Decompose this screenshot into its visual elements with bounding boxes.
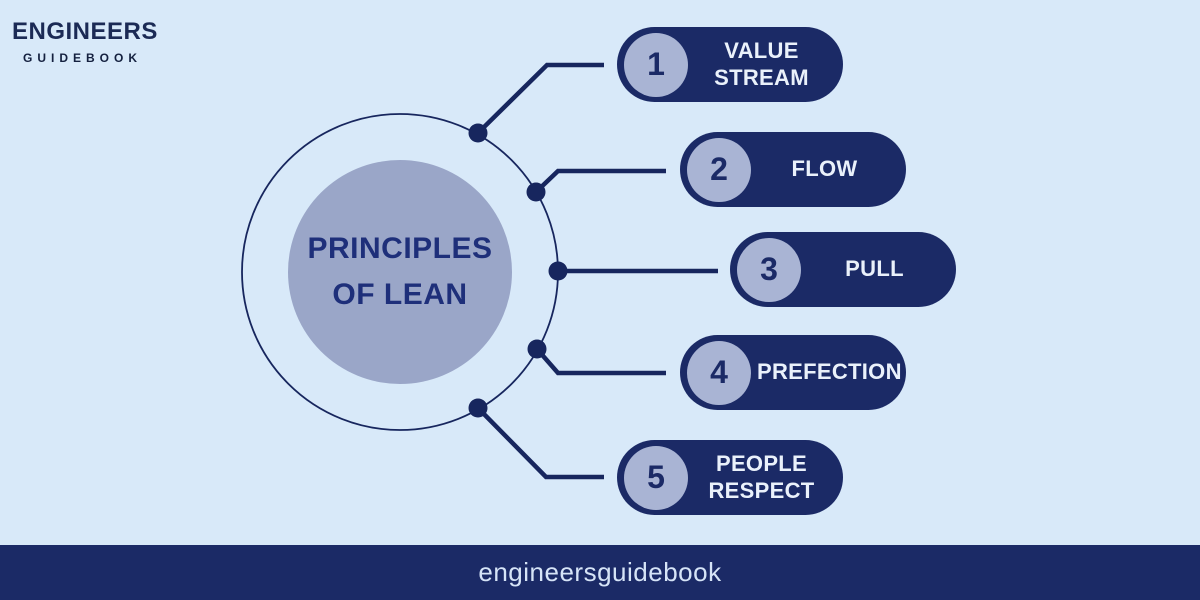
principle-pill-flow: 2 FLOW: [680, 132, 906, 207]
connector-dot: [468, 398, 488, 418]
principle-pill-value-stream: 1 VALUE STREAM: [617, 27, 843, 102]
connector-dot: [526, 182, 546, 202]
principle-number-badge: 1: [624, 32, 688, 97]
footer-bar: engineersguidebook: [0, 545, 1200, 600]
connector-line-1: [476, 62, 604, 135]
diagram-title-text: PRINCIPLES OF LEAN: [307, 231, 493, 312]
connector-dots: [468, 123, 568, 418]
principle-label: PEOPLE RESPECT: [708, 451, 815, 503]
principle-number-badge: 2: [687, 137, 751, 202]
principle-label: VALUE STREAM: [714, 38, 809, 90]
connector-dot: [548, 261, 568, 281]
diagram-title: PRINCIPLES OF LEAN: [288, 160, 512, 384]
logo: ENGINEERS GUIDEBOOK: [12, 18, 158, 65]
connector-line-2: [534, 168, 666, 194]
principle-pill-pull: 3 PULL: [730, 232, 956, 307]
principle-label: PREFECTION: [757, 359, 902, 385]
center-circle: [288, 160, 512, 384]
connector-dot: [468, 123, 488, 143]
principle-pill-prefection: 4 PREFECTION: [680, 335, 906, 410]
connector-line-4: [535, 347, 666, 376]
principle-label: FLOW: [791, 156, 858, 182]
logo-line1: ENGINEERS: [12, 18, 158, 45]
logo-line2: GUIDEBOOK: [23, 51, 143, 65]
principle-number-badge: 5: [624, 445, 688, 510]
connector-dot: [527, 339, 547, 359]
connector-line-5: [476, 406, 604, 480]
principle-number-badge: 3: [737, 237, 801, 302]
footer-site-name: engineersguidebook: [478, 557, 722, 587]
principle-pill-people-respect: 5 PEOPLE RESPECT: [617, 440, 843, 515]
principle-number-badge: 4: [687, 340, 751, 405]
principle-label: PULL: [845, 256, 904, 282]
connector-lines: [476, 62, 718, 480]
